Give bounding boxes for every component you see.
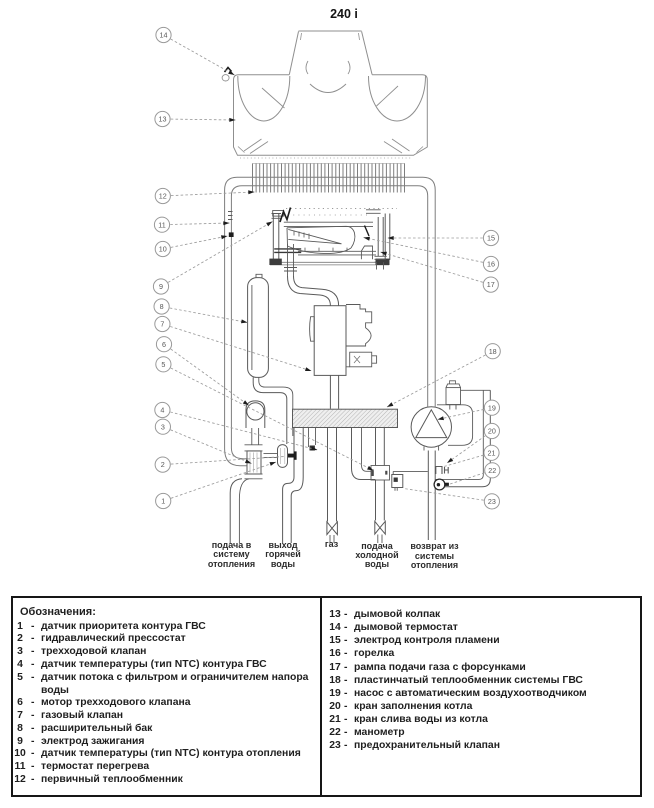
svg-text:17: 17 — [487, 280, 495, 289]
svg-text:6: 6 — [162, 340, 166, 349]
svg-text:12: 12 — [159, 192, 167, 201]
svg-text:4: 4 — [160, 406, 164, 415]
svg-text:13: 13 — [159, 115, 167, 124]
svg-text:10: 10 — [159, 245, 167, 254]
svg-text:20: 20 — [488, 427, 496, 436]
svg-text:19: 19 — [488, 403, 496, 412]
svg-text:22: 22 — [488, 466, 496, 475]
svg-text:23: 23 — [488, 497, 496, 506]
svg-text:1: 1 — [161, 497, 165, 506]
svg-text:21: 21 — [488, 448, 496, 457]
svg-text:16: 16 — [487, 260, 495, 269]
svg-text:11: 11 — [158, 220, 165, 229]
svg-text:14: 14 — [160, 31, 168, 40]
svg-text:2: 2 — [161, 460, 165, 469]
svg-text:18: 18 — [489, 347, 497, 356]
svg-text:8: 8 — [160, 302, 164, 311]
svg-text:5: 5 — [161, 360, 165, 369]
svg-text:9: 9 — [159, 282, 163, 291]
svg-text:3: 3 — [161, 422, 165, 431]
svg-text:7: 7 — [160, 320, 164, 329]
svg-text:15: 15 — [487, 234, 495, 243]
